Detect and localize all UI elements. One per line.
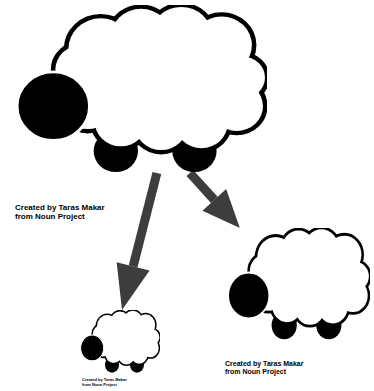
credit-text: Created by Taras Makar from Noun Project	[82, 378, 132, 387]
arrow-head	[117, 262, 150, 310]
sheep-figure	[228, 229, 369, 339]
sheep-figure	[81, 311, 160, 373]
arrow-connector	[190, 173, 240, 228]
sheep-node: Created by Taras Makar from Noun Project	[227, 228, 370, 340]
arrow-shaft	[190, 173, 214, 200]
credit-text: Created by Taras Makar from Noun Project	[225, 360, 313, 376]
arrow-head	[202, 189, 239, 228]
credit-text: Created by Taras Makar from Noun Project	[15, 203, 115, 221]
sheep-figure	[80, 310, 160, 373]
arrow-shaft	[133, 173, 157, 266]
arrow-connector	[117, 173, 157, 310]
sheep-figure	[15, 5, 267, 173]
sheep-node: Created by Taras Makar from Noun Project	[80, 310, 160, 373]
sheep-figure	[17, 7, 265, 172]
sheep-figure	[227, 228, 370, 340]
sheep-node: Created by Taras Makar from Noun Project	[15, 5, 267, 173]
